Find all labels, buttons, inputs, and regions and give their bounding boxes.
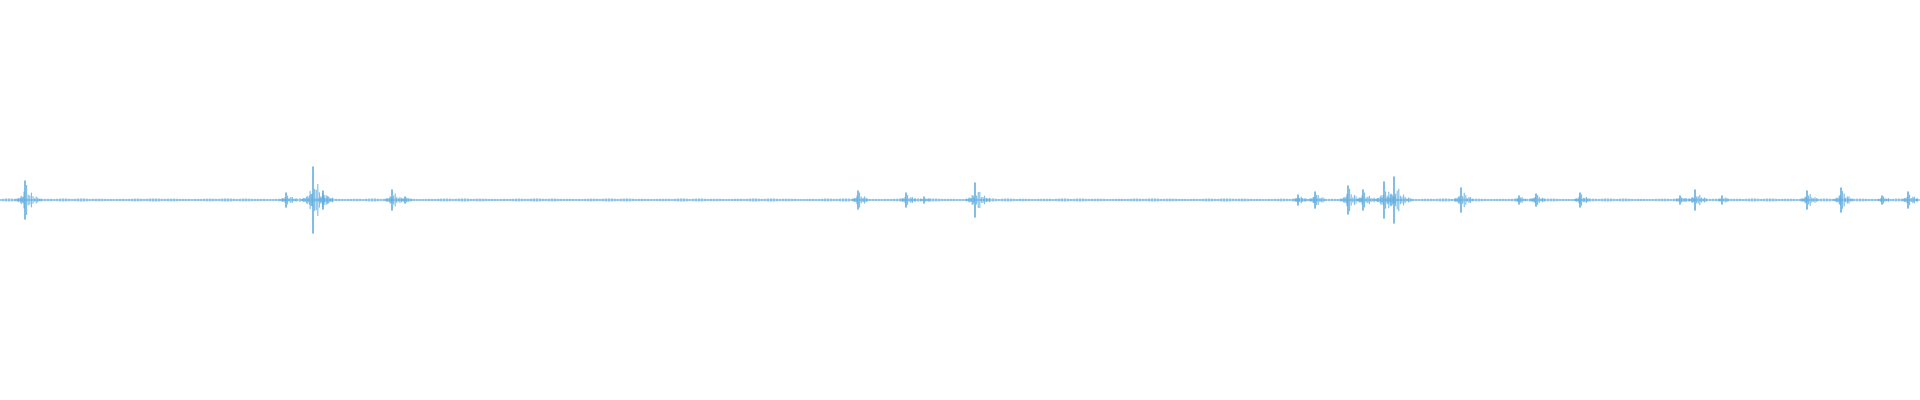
waveform-peaks bbox=[0, 166, 1919, 234]
